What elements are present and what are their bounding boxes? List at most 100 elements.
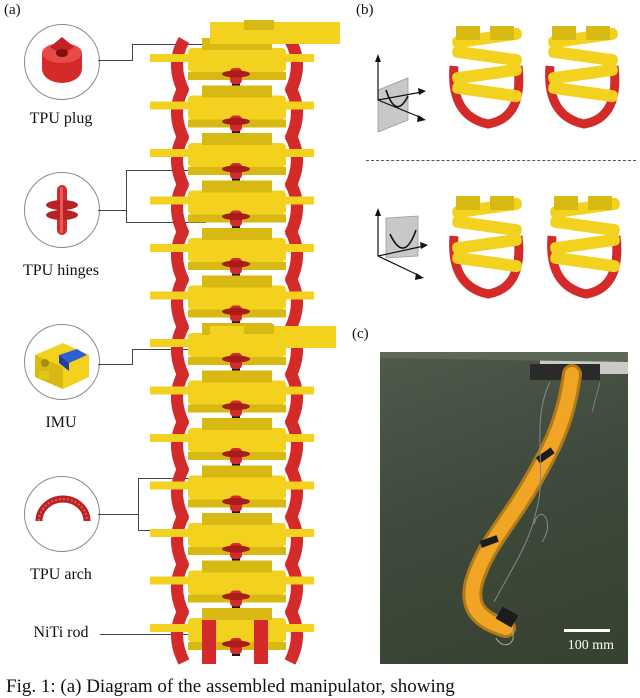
tpu-arch-right	[284, 511, 303, 570]
vertebra-body	[188, 190, 286, 215]
imu-label: IMU	[45, 414, 77, 431]
leader-arch-v	[138, 478, 139, 530]
vertebra-arm-right	[284, 54, 314, 62]
imu-cap	[244, 324, 274, 334]
module-b-4-top-right	[588, 196, 612, 210]
panel-label-b: (b)	[356, 2, 374, 18]
tpu-arch-left	[171, 131, 190, 190]
vertebra-arm-left	[150, 244, 190, 252]
leader-plug	[98, 60, 132, 61]
tpu-arch-left	[171, 226, 190, 285]
tpu-arch-left	[171, 36, 190, 95]
scale-label: 100 mm	[567, 638, 614, 653]
vertebra-top	[202, 370, 272, 383]
leader-arch	[98, 514, 138, 515]
vertebra-body	[188, 48, 286, 72]
vertebra-top	[202, 608, 272, 620]
leader-plug-v	[132, 44, 133, 61]
tail-right	[254, 620, 268, 664]
vertebra-arm-left	[150, 149, 190, 157]
leader-hinges-v	[126, 170, 127, 222]
module-b-4-segment	[550, 215, 620, 237]
tpu-arch-left	[171, 416, 190, 475]
vertebra-top	[202, 513, 272, 525]
tpu-arch-left	[171, 369, 190, 428]
vertebra-arm-right	[284, 481, 314, 490]
panel-b-divider	[366, 160, 636, 161]
tpu-arch-right	[284, 464, 303, 523]
tpu-arch-callout	[24, 476, 100, 552]
vertebra-body	[188, 95, 286, 120]
tpu-arch-right	[284, 369, 303, 428]
vertebra-top	[202, 560, 272, 573]
tpu-arch-right	[284, 226, 303, 285]
vertebra-arm-left	[150, 529, 190, 537]
tpu-hinge-ring	[222, 545, 250, 553]
tpu-hinge-ring	[222, 118, 250, 125]
vertebra-arm-left	[150, 576, 190, 585]
module-b-2-top-right	[586, 26, 610, 40]
tpu-arch-right	[284, 131, 303, 190]
vertebra-top	[202, 85, 272, 98]
tpu-hinge-ring	[222, 213, 250, 220]
tpu-plug-label: TPU plug	[29, 110, 93, 127]
vertebra-arm-left	[150, 54, 190, 62]
leader-hinges-h2	[126, 222, 206, 223]
vertebra-body	[188, 523, 286, 547]
module-b-4-segment	[550, 233, 620, 255]
tpu-hinge-ring	[222, 70, 250, 78]
module-b-2-segment	[548, 45, 618, 67]
leader-rod	[100, 634, 230, 635]
vertebra-arm-left	[150, 434, 190, 442]
tpu-arch-left	[171, 274, 190, 333]
module-b-3-segment	[452, 215, 522, 237]
vertebra-arm-right	[284, 244, 314, 252]
module-b-4-segment	[550, 251, 620, 273]
tpu-hinge-ring	[222, 450, 250, 458]
tpu-plug-block	[210, 22, 340, 44]
module-b-1-top-right	[490, 26, 514, 40]
tpu-arch-left	[171, 511, 190, 570]
tpu-arch-right	[284, 606, 303, 665]
tpu-hinges-callout	[24, 172, 100, 248]
leader-imu-v	[132, 349, 133, 365]
vertebra-arm-left	[150, 291, 190, 300]
vertebra-top	[202, 418, 272, 430]
vertebra-body	[188, 285, 286, 310]
leader-plug-h2	[132, 44, 214, 45]
vertebra-body	[188, 380, 286, 405]
tpu-hinge-ring	[222, 403, 250, 410]
vertebra-top	[202, 180, 272, 193]
vertebra-arm-right	[284, 149, 314, 157]
tpu-plug-cap	[244, 20, 274, 30]
vertebra-arm-right	[284, 624, 314, 632]
module-b-1-segment	[452, 63, 522, 85]
vertebra-top	[202, 465, 272, 478]
tpu-hinges-label: TPU hinges	[23, 262, 99, 279]
tpu-plug-illustration	[42, 37, 82, 83]
vertebra-body	[188, 475, 286, 500]
vertebra-arm-right	[284, 291, 314, 300]
vertebra-arm-right	[284, 434, 314, 442]
vertebra-arm-right	[284, 101, 314, 110]
tpu-arch-left	[171, 84, 190, 143]
module-b-3-top-left	[456, 196, 480, 210]
tpu-hinges-illustration	[46, 185, 78, 235]
vertebra-body	[188, 143, 286, 167]
vertebra-body	[188, 570, 286, 595]
niti-rod-label: NiTi rod	[33, 624, 89, 641]
vertebra-arm-left	[150, 339, 190, 347]
panel-label-c: (c)	[352, 326, 369, 342]
axes-icon-bottom	[375, 208, 428, 280]
tpu-arch-left	[171, 559, 190, 618]
tpu-hinge-ring	[222, 593, 250, 600]
vertebra-arm-left	[150, 624, 190, 632]
vertebra-arm-left	[150, 101, 190, 110]
vertebra-arm-left	[150, 196, 190, 205]
module-b-2-top-left	[552, 26, 576, 40]
tpu-arch-right	[284, 84, 303, 143]
leader-imu	[98, 364, 132, 365]
tpu-hinge-ring	[222, 355, 250, 363]
tpu-arch-right	[284, 274, 303, 333]
vertebra-body	[188, 238, 286, 262]
